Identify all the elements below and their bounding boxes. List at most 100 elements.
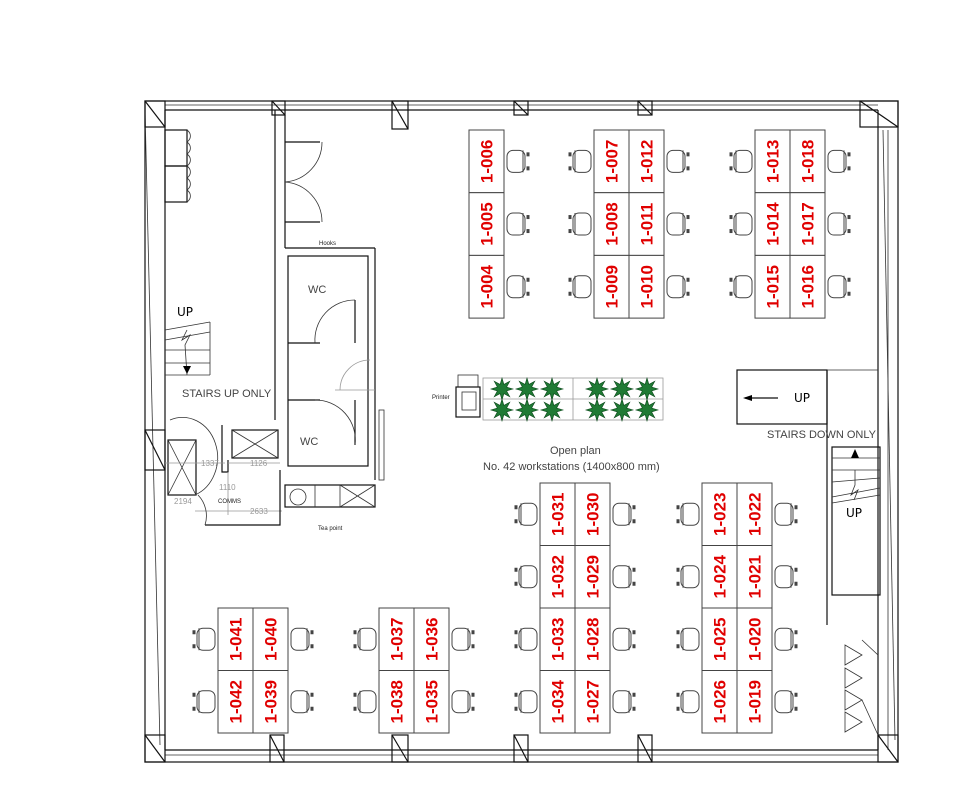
desk-label: 1-031	[549, 493, 568, 536]
plant-icon	[489, 376, 515, 402]
desk[interactable]	[628, 129, 665, 194]
stairs-down	[736, 369, 881, 736]
desk-label: 1-026	[711, 680, 730, 723]
chair-icon	[729, 149, 753, 173]
stairs-right-up-label: UP	[846, 506, 862, 520]
chair-icon	[514, 502, 538, 526]
chair-icon	[192, 627, 216, 651]
chair-icon	[612, 627, 636, 651]
stairs-up-only-label: STAIRS UP ONLY	[182, 388, 272, 400]
desk[interactable]	[252, 670, 289, 734]
desk-label: 1-024	[711, 554, 730, 598]
chair-icon	[612, 690, 636, 714]
desk[interactable]	[217, 670, 254, 734]
desk-label: 1-008	[603, 202, 622, 245]
chair-icon	[612, 502, 636, 526]
desk-label: 1-013	[764, 140, 783, 183]
stairs-down-only-label: STAIRS DOWN ONLY	[767, 429, 877, 441]
chair-icon	[729, 212, 753, 236]
plant-icon	[489, 397, 515, 423]
desk-label: 1-023	[711, 493, 730, 536]
chair-icon	[827, 149, 851, 173]
desk[interactable]	[539, 545, 576, 609]
desk-label: 1-042	[227, 680, 246, 723]
desk[interactable]	[574, 545, 611, 609]
comms-label: COMMS	[218, 499, 241, 505]
desk[interactable]	[736, 607, 773, 671]
desk[interactable]	[789, 254, 826, 319]
desk[interactable]	[413, 670, 450, 734]
planters	[482, 376, 664, 423]
desk[interactable]	[701, 482, 738, 546]
desk[interactable]	[468, 254, 505, 319]
desk-label: 1-010	[638, 265, 657, 308]
desk-label: 1-004	[478, 264, 497, 308]
desk-label: 1-017	[799, 202, 818, 245]
desk[interactable]	[701, 607, 738, 671]
desk[interactable]	[701, 545, 738, 609]
desk-label: 1-033	[549, 618, 568, 661]
desk[interactable]	[754, 192, 791, 256]
desk[interactable]	[217, 607, 254, 671]
lockers	[164, 129, 191, 203]
wc-bottom-label: WC	[300, 436, 318, 448]
desk[interactable]	[789, 192, 826, 256]
chair-icon	[827, 275, 851, 299]
desk[interactable]	[574, 670, 611, 734]
desk-label: 1-032	[549, 555, 568, 598]
chair-icon	[568, 149, 592, 173]
open-plan-label: Open plan	[550, 445, 601, 457]
chair-icon	[774, 565, 798, 589]
desk-label: 1-030	[584, 493, 603, 536]
desk[interactable]	[574, 482, 611, 546]
desk[interactable]	[628, 254, 665, 319]
desk[interactable]	[413, 607, 450, 671]
plant-icon	[634, 376, 660, 402]
stairs-box-up-label: UP	[794, 391, 810, 405]
desk-label: 1-007	[603, 140, 622, 183]
desk[interactable]	[574, 607, 611, 671]
desk[interactable]	[736, 670, 773, 734]
dimension-1126: 1126	[250, 459, 268, 468]
desk[interactable]	[378, 670, 415, 734]
chair-icon	[514, 690, 538, 714]
desk-label: 1-025	[711, 618, 730, 661]
desk[interactable]	[628, 192, 665, 256]
desk[interactable]	[593, 254, 630, 319]
desk[interactable]	[593, 192, 630, 256]
plant-icon	[584, 397, 610, 423]
desk-label: 1-027	[584, 680, 603, 723]
chair-icon	[774, 502, 798, 526]
dimension-2194: 2194	[174, 497, 192, 506]
chair-icon	[676, 690, 700, 714]
chair-icon	[827, 212, 851, 236]
chair-icon	[451, 690, 475, 714]
plant-icon	[539, 397, 565, 423]
desk[interactable]	[252, 607, 289, 671]
structural-columns	[144, 100, 899, 763]
desk[interactable]	[754, 129, 791, 194]
desk-clusters: 1-0061-0051-0041-0071-0081-0091-0121-011…	[192, 129, 851, 734]
printer-label: Printer	[432, 395, 450, 401]
desk[interactable]	[539, 482, 576, 546]
workstations-label: No. 42 workstations (1400x800 mm)	[483, 461, 660, 473]
desk[interactable]	[701, 670, 738, 734]
dimension-1110: 1110	[219, 483, 236, 492]
desk-label: 1-022	[746, 493, 765, 536]
desk-label: 1-018	[799, 140, 818, 183]
dimension-1337: 1337	[201, 459, 219, 468]
desk[interactable]	[539, 670, 576, 734]
desk[interactable]	[736, 545, 773, 609]
chair-icon	[353, 690, 377, 714]
printer-icon	[455, 374, 481, 418]
desk-label: 1-012	[638, 140, 657, 183]
chair-icon	[451, 627, 475, 651]
desk[interactable]	[736, 482, 773, 546]
chair-icon	[612, 565, 636, 589]
chair-icon	[666, 149, 690, 173]
desk-label: 1-006	[478, 140, 497, 183]
plant-icon	[584, 376, 610, 402]
